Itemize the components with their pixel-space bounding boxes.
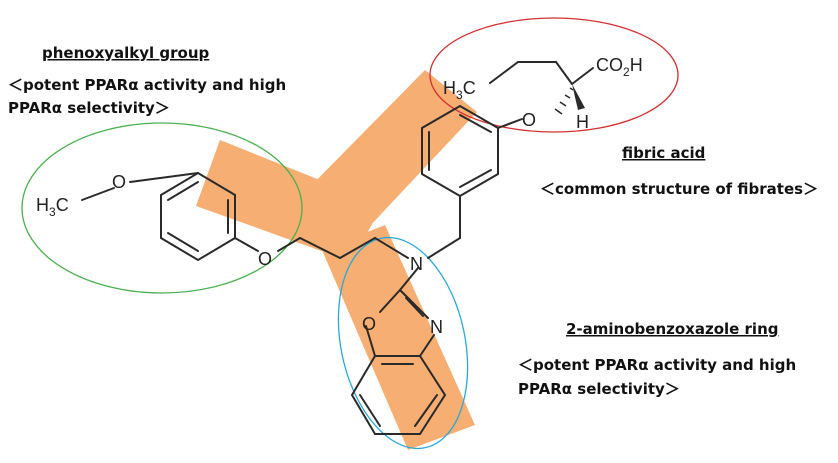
atom-n-benzoxazole: N [430, 317, 443, 337]
atom-o-ether-top: O [522, 110, 536, 130]
aminobenzoxazole-heading: 2-aminobenzoxazole ring [566, 320, 779, 338]
highlight-band-upper [302, 70, 477, 245]
fibric-acid-heading: fibric acid [622, 144, 705, 162]
aminobenzoxazole-desc-line1: ＜potent PPARα activity and high [518, 356, 796, 374]
atom-co2h: CO2H [596, 55, 643, 79]
atom-h-stereo: H [576, 112, 589, 132]
atom-o-methoxy: O [112, 172, 126, 192]
bonds [81, 61, 594, 435]
hash-bond [554, 87, 574, 115]
atom-h3c-left: H3C [36, 195, 69, 219]
atom-n-amine: N [410, 254, 423, 274]
highlight-bands [196, 70, 477, 450]
fibric-acid-desc: ＜common structure of fibrates＞ [540, 180, 818, 198]
atom-h3c-top: H3C [443, 78, 476, 102]
phenoxyalkyl-desc-line2: PPARα selectivity＞ [8, 99, 170, 117]
aminobenzoxazole-desc-line2: PPARα selectivity＞ [518, 380, 680, 398]
phenoxyalkyl-desc-line1: ＜potent PPARα activity and high [8, 76, 286, 94]
atom-o-ether-left: O [258, 249, 272, 269]
highlight-band-lower [322, 225, 475, 450]
highlight-band-left [196, 140, 382, 262]
fibric-acid-ellipse [429, 17, 679, 133]
aminobenzoxazole-ellipse [337, 236, 469, 450]
phenoxyalkyl-ellipse [21, 122, 303, 294]
phenoxyalkyl-heading: phenoxyalkyl group [42, 44, 210, 62]
wedge-bond [572, 84, 585, 110]
atom-o-benzoxazole: O [362, 314, 376, 334]
